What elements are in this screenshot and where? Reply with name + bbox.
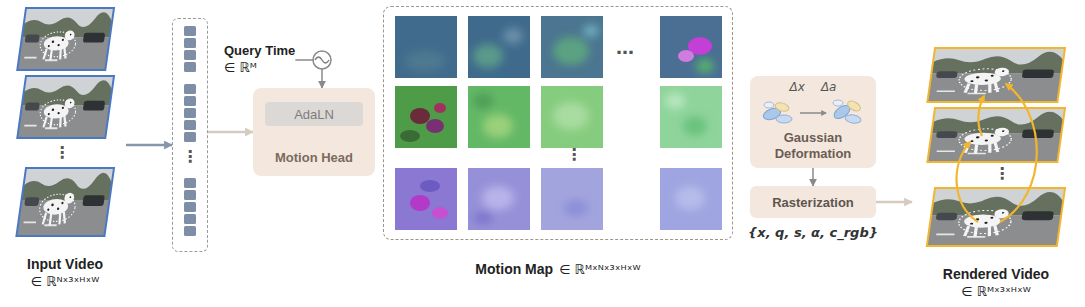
connector-arrow <box>208 131 253 134</box>
text-row: Gaussian Deformation <box>754 130 872 162</box>
node-text: Motion Map <box>475 260 553 278</box>
node-text: ∈ ℝᴹˣᴺˣ³ˣᴴˣᵂ <box>559 261 641 278</box>
connector-arrow <box>876 201 912 204</box>
text-row: ∈ ℝᴹˣ³ˣᴴˣᵂ <box>961 283 1031 300</box>
text-row: Motion Head <box>275 149 353 166</box>
node-text: ∈ ℝᴹ <box>224 59 257 76</box>
token-column: ⋮ <box>172 18 208 252</box>
text-row: Δx Δa <box>790 79 837 95</box>
node-text: AdaLN <box>294 106 334 123</box>
gaussian-deformation-box: Δx ΔaGaussian Deformation <box>750 76 876 168</box>
connector-arrow <box>126 144 172 147</box>
node-text: Gaussian Deformation <box>754 130 872 162</box>
text-row: Input Video <box>27 255 103 273</box>
node-text: Motion Head <box>275 149 353 166</box>
node-text: ∈ ℝᴺˣ³ˣᴴˣᵂ <box>31 273 100 290</box>
adaln-box: AdaLN <box>265 102 363 126</box>
rendered-frames <box>927 48 1065 246</box>
ellipsis-horizontal: … <box>616 36 634 59</box>
text-row: ∈ ℝᴹ <box>224 59 257 76</box>
node-text: Query Time <box>224 42 295 59</box>
gaussian-attributes: {x, q, s, α, c_rgb} <box>740 224 886 241</box>
motion-head-box: Motion Head AdaLN <box>253 88 375 176</box>
token-column <box>184 26 196 236</box>
dashed-frame <box>383 6 733 240</box>
node-text: Δa <box>821 79 837 95</box>
text-row: ∈ ℝᴺˣ³ˣᴴˣᵂ <box>31 273 100 290</box>
time-encoding-symbol <box>313 51 331 69</box>
text-row: AdaLN <box>294 106 334 123</box>
motion-map: Motion Map ∈ ℝᴹˣᴺˣ³ˣᴴˣᵂ <box>383 6 733 292</box>
text-row: Rasterization <box>772 194 854 211</box>
trajectory-arrows <box>957 84 1037 222</box>
ellipsis-vertical: ⋮ <box>54 142 70 163</box>
query-time: Query Time∈ ℝᴹ <box>224 42 295 76</box>
text-row: Query Time <box>224 42 295 59</box>
text-row: ⋮ <box>182 146 198 167</box>
input-frames <box>16 8 114 236</box>
motion-map-grid <box>395 16 722 230</box>
text-row: Motion Map ∈ ℝᴹˣᴺˣ³ˣᴴˣᵂ <box>475 260 640 278</box>
node-text: ⋮ <box>182 146 198 167</box>
gaussian-ellipsoids <box>750 76 876 132</box>
node-text: Input Video <box>27 255 103 273</box>
node-text: Rasterization <box>772 194 854 211</box>
text-row: Rendered Video <box>943 265 1049 283</box>
rasterization-box: Rasterization <box>750 186 876 218</box>
ellipsis-vertical: ⋮ <box>994 163 1010 184</box>
node-text: Rendered Video <box>943 265 1049 283</box>
node-text: Δx <box>790 79 805 95</box>
connector-arrow <box>812 168 814 186</box>
ellipsis-vertical: ⋮ <box>566 144 582 165</box>
node-text: ∈ ℝᴹˣ³ˣᴴˣᵂ <box>961 283 1031 300</box>
